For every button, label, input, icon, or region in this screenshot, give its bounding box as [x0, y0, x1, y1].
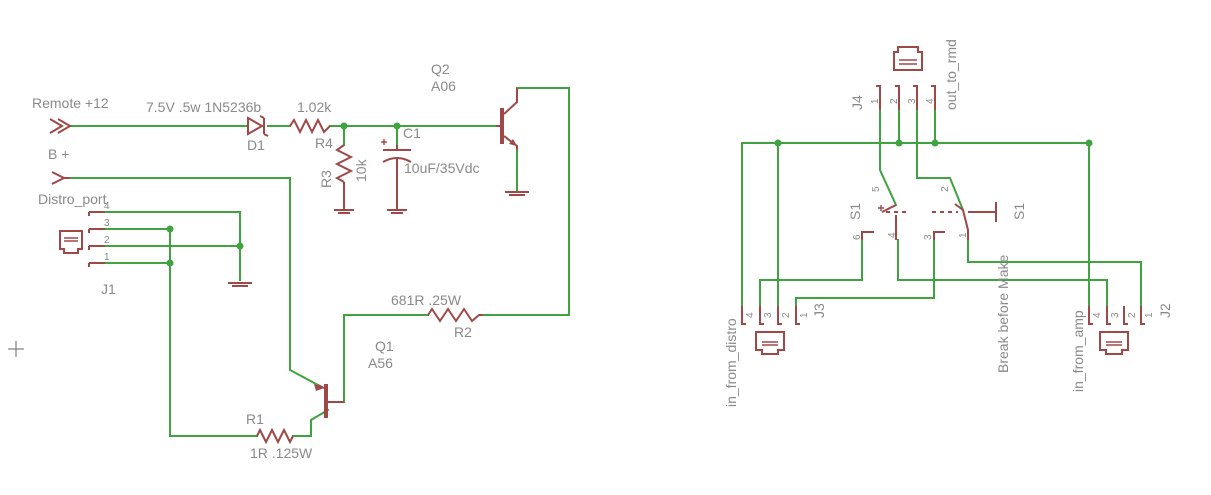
- s1-pin-label-1: 1: [958, 232, 969, 238]
- j1-name-label: Distro_port: [38, 191, 107, 207]
- s1-pin-label-3: 3: [923, 234, 934, 240]
- s1-pin-label-4: 4: [887, 232, 898, 238]
- resistor-r4-icon: [289, 117, 331, 135]
- r2-value-label: 681R .25W: [391, 292, 462, 308]
- j2-pin-label-0: 4: [1092, 312, 1103, 318]
- cursor-crosshair-icon: [8, 341, 24, 357]
- j3-ref-label: J3: [811, 303, 827, 318]
- s1-pin-label-5: 5: [871, 186, 882, 192]
- left-circuit-wires: [69, 87, 570, 437]
- r4-ref-label: R4: [315, 135, 333, 151]
- j2-ref-label: J2: [1157, 303, 1173, 318]
- r3-value-label: 10k: [353, 158, 369, 182]
- j4-pin-label-0: 1: [870, 98, 881, 104]
- j3-name-label: in_from_distro: [723, 318, 739, 407]
- transistor-q1-icon: [314, 384, 344, 418]
- zener-ref-label: D1: [247, 137, 265, 153]
- r2-ref-label: R2: [454, 324, 472, 340]
- resistor-r2-icon: [427, 307, 483, 323]
- j3-pin-label-2: 2: [781, 312, 792, 318]
- j3-pin-label-0: 4: [745, 312, 756, 318]
- j4-ref-label: J4: [849, 95, 865, 110]
- j4-pin-label-1: 2: [889, 98, 900, 104]
- j2-pin-label-2: 2: [1127, 312, 1138, 318]
- ground-symbol-icon: [228, 282, 252, 287]
- q2-value-label: A06: [431, 78, 456, 94]
- j2-name-label: in_from_amp: [1070, 310, 1086, 392]
- switch-s1-left-icon: [861, 204, 910, 240]
- s1-left-ref-label: S1: [847, 203, 863, 220]
- q2-ref-label: Q2: [431, 61, 450, 77]
- s1-pin-label-6: 6: [852, 234, 863, 240]
- c1-value-label: 10uF/35Vdc: [404, 160, 480, 176]
- s1-pin-label-2: 2: [940, 186, 951, 192]
- q1-ref-label: Q1: [375, 338, 394, 354]
- switch-s1-right-icon: [932, 202, 997, 240]
- j4-pin-label-3: 4: [925, 98, 936, 104]
- j1-ref-label: J1: [101, 281, 116, 297]
- j1-pin-label-1: 3: [104, 218, 110, 229]
- right-junctions: [774, 139, 1093, 147]
- j4-name-label: out_to_rmd: [943, 39, 959, 110]
- j1-pin-label-3: 1: [104, 252, 110, 263]
- j3-pin-label-3: 1: [799, 312, 810, 318]
- q1-value-label: A56: [368, 355, 393, 371]
- connector-j4-icon: [876, 46, 936, 110]
- j3-pin-label-1: 3: [763, 312, 774, 318]
- battery-supply-label: B +: [48, 146, 69, 162]
- zener-diode-icon: [247, 115, 269, 137]
- resistor-r3-icon: [334, 144, 354, 214]
- r4-value-label: 1.02k: [297, 99, 332, 115]
- j4-pin-label-2: 3: [907, 98, 918, 104]
- connector-j3-icon: [741, 306, 800, 355]
- connector-j2-icon: [1088, 306, 1145, 355]
- j1-pin-label-2: 2: [104, 235, 110, 246]
- capacitor-c1-icon: [381, 139, 412, 214]
- remote-supply-label: Remote +12: [32, 95, 109, 111]
- j2-pin-label-1: 3: [1110, 312, 1121, 318]
- j1-pin-label-0: 4: [104, 201, 110, 212]
- resistor-r1-icon: [256, 427, 294, 445]
- s1-note-label: Break before Make: [995, 255, 1011, 373]
- battery-supply-arrow-icon: [51, 171, 70, 185]
- j2-pin-label-3: 1: [1144, 312, 1155, 318]
- transistor-q2-icon: [496, 88, 529, 196]
- left-junctions: [166, 122, 401, 267]
- r3-ref-label: R3: [318, 170, 334, 188]
- right-circuit-wires: [741, 109, 1142, 307]
- c1-ref-label: C1: [403, 125, 421, 141]
- s1-right-ref-label: S1: [1011, 203, 1027, 220]
- r1-ref-label: R1: [246, 411, 264, 427]
- remote-supply-arrow-icon: [49, 118, 72, 134]
- r1-value-label: 1R .125W: [250, 445, 313, 461]
- zener-value-label: 7.5V .5w 1N5236b: [146, 99, 261, 115]
- connector-j1-icon: [59, 211, 105, 267]
